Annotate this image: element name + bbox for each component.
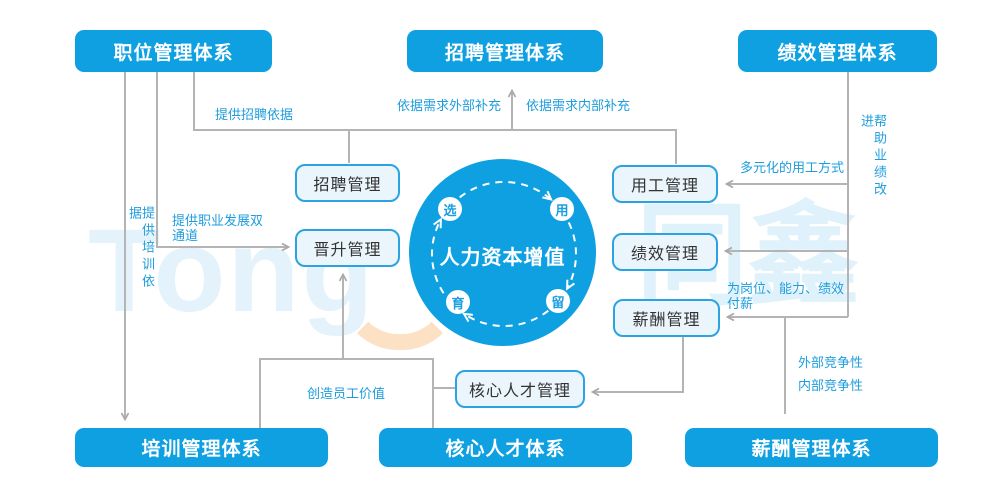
label-external-supplement: 依据需求外部补充	[397, 98, 502, 113]
banner-training-system-label: 培训管理体系	[141, 439, 262, 460]
edge-bottom-trunk	[259, 358, 434, 430]
label-help-performance-improve: 帮助业绩改进	[859, 114, 887, 199]
label-provide-recruit-basis: 提供招聘依据	[215, 107, 294, 122]
banner-compensation-system: 薪酬管理体系	[685, 428, 938, 467]
box-compensation-mgmt-label: 薪酬管理	[632, 312, 701, 329]
cycle-node-retain-label: 留	[551, 294, 565, 310]
box-recruitment-mgmt-label: 招聘管理	[313, 177, 382, 194]
banner-position-system: 职位管理体系	[75, 30, 272, 72]
box-recruitment-mgmt: 招聘管理	[295, 164, 400, 202]
label-provide-training-basis: 提供培训依据	[127, 206, 155, 291]
box-core-talent-mgmt: 核心人才管理	[455, 370, 585, 408]
box-promotion-mgmt-label: 晋升管理	[313, 242, 382, 259]
label-pay-for: 为岗位、能力、绩效付薪	[727, 281, 845, 311]
cycle-node-develop: 育	[446, 290, 470, 314]
cycle-node-use-label: 用	[555, 202, 569, 218]
cycle-node-select-label: 选	[443, 202, 457, 218]
box-promotion-mgmt: 晋升管理	[295, 229, 400, 267]
box-performance-mgmt: 绩效管理	[612, 233, 718, 271]
box-employment-mgmt: 用工管理	[612, 165, 718, 203]
banner-recruitment-system: 招聘管理体系	[407, 30, 603, 72]
banner-performance-system-label: 绩效管理体系	[777, 42, 898, 64]
banner-core-talent-system-label: 核心人才体系	[445, 439, 566, 460]
banner-performance-system: 绩效管理体系	[738, 30, 937, 72]
box-compensation-mgmt: 薪酬管理	[613, 299, 720, 337]
label-internal-competitiveness: 内部竞争性	[798, 378, 864, 393]
box-performance-mgmt-label: 绩效管理	[630, 246, 699, 263]
banner-position-system-label: 职位管理体系	[113, 42, 234, 64]
label-external-competitiveness: 外部竞争性	[798, 355, 864, 370]
label-dual-career-channel: 提供职业发展双通道	[172, 213, 264, 243]
cycle-node-select: 选	[438, 197, 462, 221]
edge-position-recruit-trunk	[193, 72, 677, 164]
label-diverse-employment: 多元化的用工方式	[740, 160, 845, 175]
banner-recruitment-system-label: 招聘管理体系	[444, 42, 565, 64]
box-core-talent-mgmt-label: 核心人才管理	[468, 383, 571, 400]
banner-training-system: 培训管理体系	[75, 428, 328, 467]
edge-position-to-promotion	[156, 72, 291, 252]
center-circle-title: 人力资本增值	[439, 247, 566, 269]
banner-core-talent-system: 核心人才体系	[379, 428, 632, 467]
edge-compensation-to-core-talent	[590, 337, 684, 397]
banner-compensation-system-label: 薪酬管理体系	[751, 439, 872, 460]
box-employment-mgmt-label: 用工管理	[630, 178, 699, 195]
label-internal-supplement: 依据需求内部补充	[526, 98, 631, 113]
cycle-node-retain: 留	[546, 289, 570, 313]
label-create-employee-value: 创造员工价值	[307, 386, 386, 401]
cycle-node-use: 用	[550, 197, 574, 221]
cycle-node-develop-label: 育	[451, 295, 465, 311]
